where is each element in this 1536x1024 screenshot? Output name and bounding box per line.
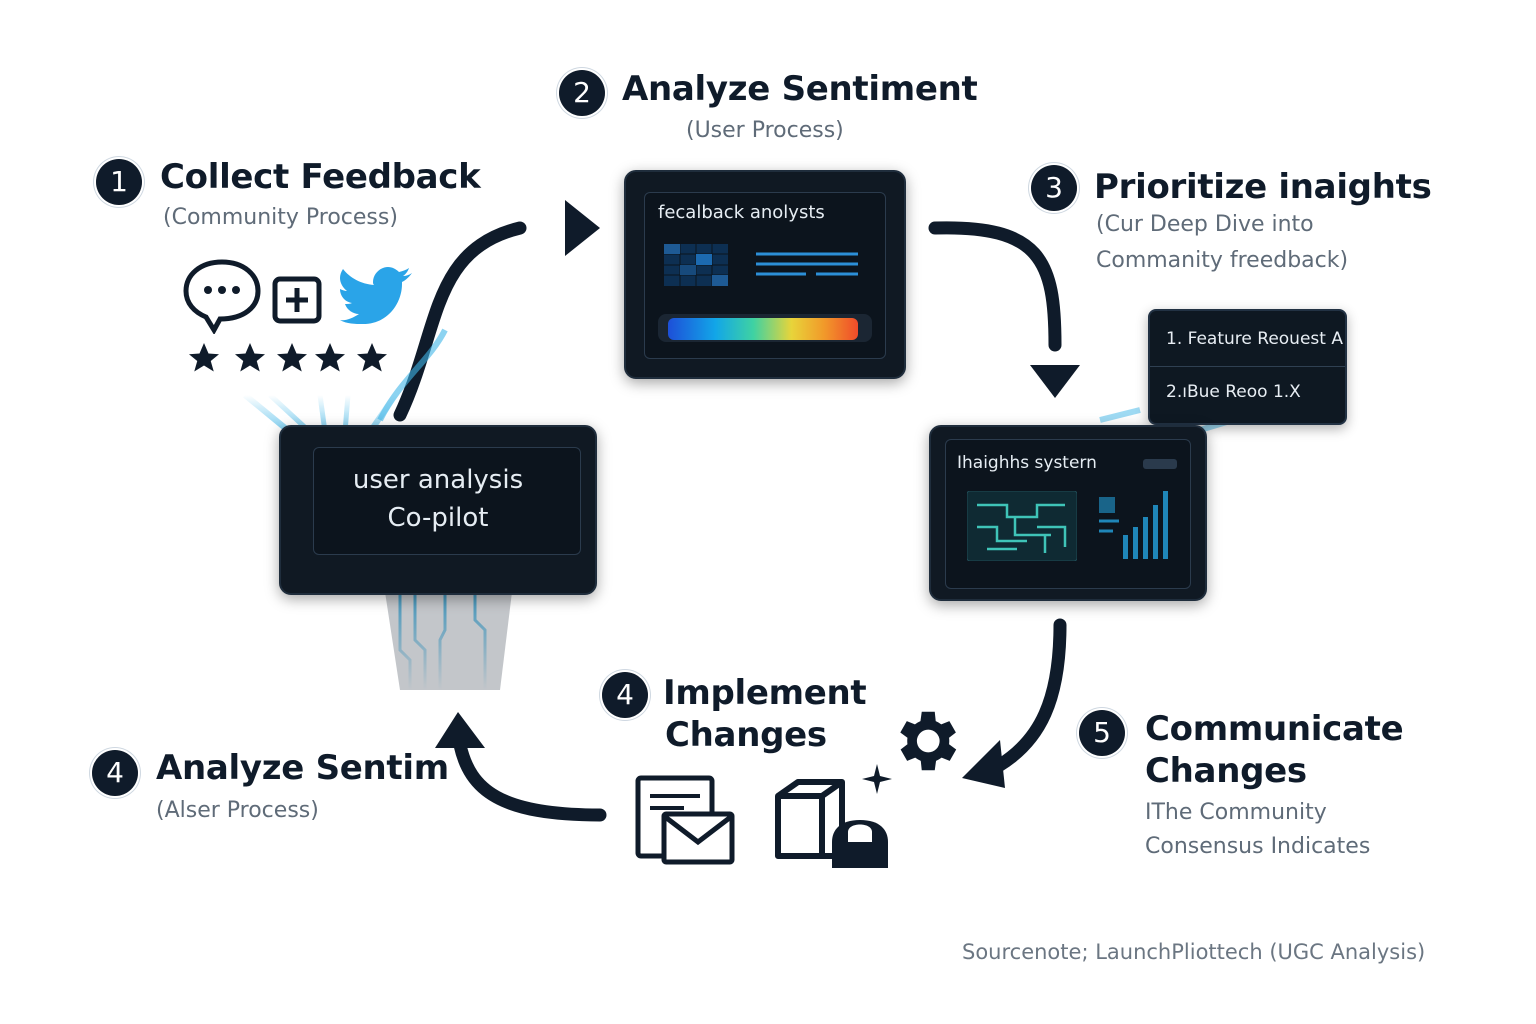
star-icon <box>235 343 265 372</box>
rating-stars <box>186 340 396 380</box>
priority-divider <box>1150 366 1345 367</box>
arrow-head-2 <box>1030 365 1080 398</box>
circuit-map-icon <box>967 491 1077 561</box>
arrow-head-1 <box>565 200 600 256</box>
step-1-title: Collect Feedback <box>160 157 481 197</box>
bar-chart-icon <box>1099 491 1168 559</box>
star-icon <box>189 343 219 372</box>
arrow-insights-to-communicate <box>993 618 1067 772</box>
step-5-title-line-2: Changes <box>1145 751 1307 791</box>
copilot-inner <box>313 447 581 555</box>
step-1-subtitle: (Community Process) <box>163 205 398 230</box>
step-4-analyze-title: Analyze Sentim <box>156 748 449 788</box>
feedback-analysis-label: fecalback anolysts <box>658 202 825 223</box>
heatmap-grid-icon <box>664 244 728 286</box>
data-lines-icon <box>756 252 858 276</box>
step-1-badge: 1 <box>96 159 142 205</box>
step-4-analyze-badge: 4 <box>92 750 138 796</box>
arrow-collect-to-analyze <box>393 221 527 422</box>
step-5-badge: 5 <box>1079 710 1125 756</box>
step-4-implement-badge: 4 <box>602 672 648 718</box>
arrow-head-4 <box>435 712 485 748</box>
sparkle-icon <box>862 764 892 794</box>
twitter-bird-icon <box>340 267 412 324</box>
step-3-badge: 3 <box>1031 165 1077 211</box>
star-icon <box>315 343 345 372</box>
arrow-implement-to-copilot <box>453 738 607 822</box>
step-2-subtitle: (User Process) <box>686 118 844 143</box>
copilot-panel: user analysis Co-pilot <box>279 425 597 595</box>
sentiment-gradient-bar <box>668 318 858 340</box>
step-2-badge: 2 <box>559 70 605 116</box>
step-4-analyze-subtitle: (Alser Process) <box>156 798 319 823</box>
step-2-title: Analyze Sentiment <box>622 69 978 109</box>
step-4-implement-title-line-2: Changes <box>665 715 827 755</box>
step-3-subtitle-line-1: (Cur Deep Dive into <box>1096 212 1314 237</box>
insights-system-label: Ihaighhs systern <box>957 453 1097 473</box>
chat-bubble-icon <box>183 259 261 334</box>
priority-item-1: 1. Feature Reouest A <box>1166 329 1343 349</box>
document-envelope-icon <box>635 775 735 865</box>
copilot-line-2: Co-pilot <box>387 503 489 533</box>
arrow-analyze-to-prioritize <box>928 221 1062 352</box>
step-3-subtitle-line-2: Commanity freedback) <box>1096 248 1349 273</box>
source-note: Sourcenote; LaunchPliottech (UGC Analysi… <box>962 940 1426 964</box>
step-5-title-line-1: Communicate <box>1145 709 1404 749</box>
priority-item-2: 2.ıBue Reoo 1.X <box>1166 382 1301 402</box>
step-3-title: Prioritize inaights <box>1094 167 1432 207</box>
priority-list: 1. Feature Reouest A 2.ıBue Reoo 1.X <box>1148 309 1347 425</box>
step-5-subtitle-line-2: Consensus Indicates <box>1145 834 1371 859</box>
copilot-line-1: user analysis <box>352 465 524 495</box>
package-lock-icon <box>775 779 888 868</box>
star-icon <box>357 343 387 372</box>
gear-icon <box>900 711 957 771</box>
insights-system-panel: Ihaighhs systern <box>929 425 1207 601</box>
star-icon <box>277 343 307 372</box>
arrow-head-3 <box>962 740 1005 788</box>
step-5-subtitle-line-1: IThe Community <box>1145 800 1327 825</box>
step-4-implement-title-line-1: Implement <box>663 673 867 713</box>
feedback-analysis-panel: fecalback anolysts <box>624 170 906 379</box>
window-controls-icon <box>1143 459 1177 469</box>
circuit-trunk <box>398 592 500 690</box>
plus-square-icon <box>272 276 322 324</box>
